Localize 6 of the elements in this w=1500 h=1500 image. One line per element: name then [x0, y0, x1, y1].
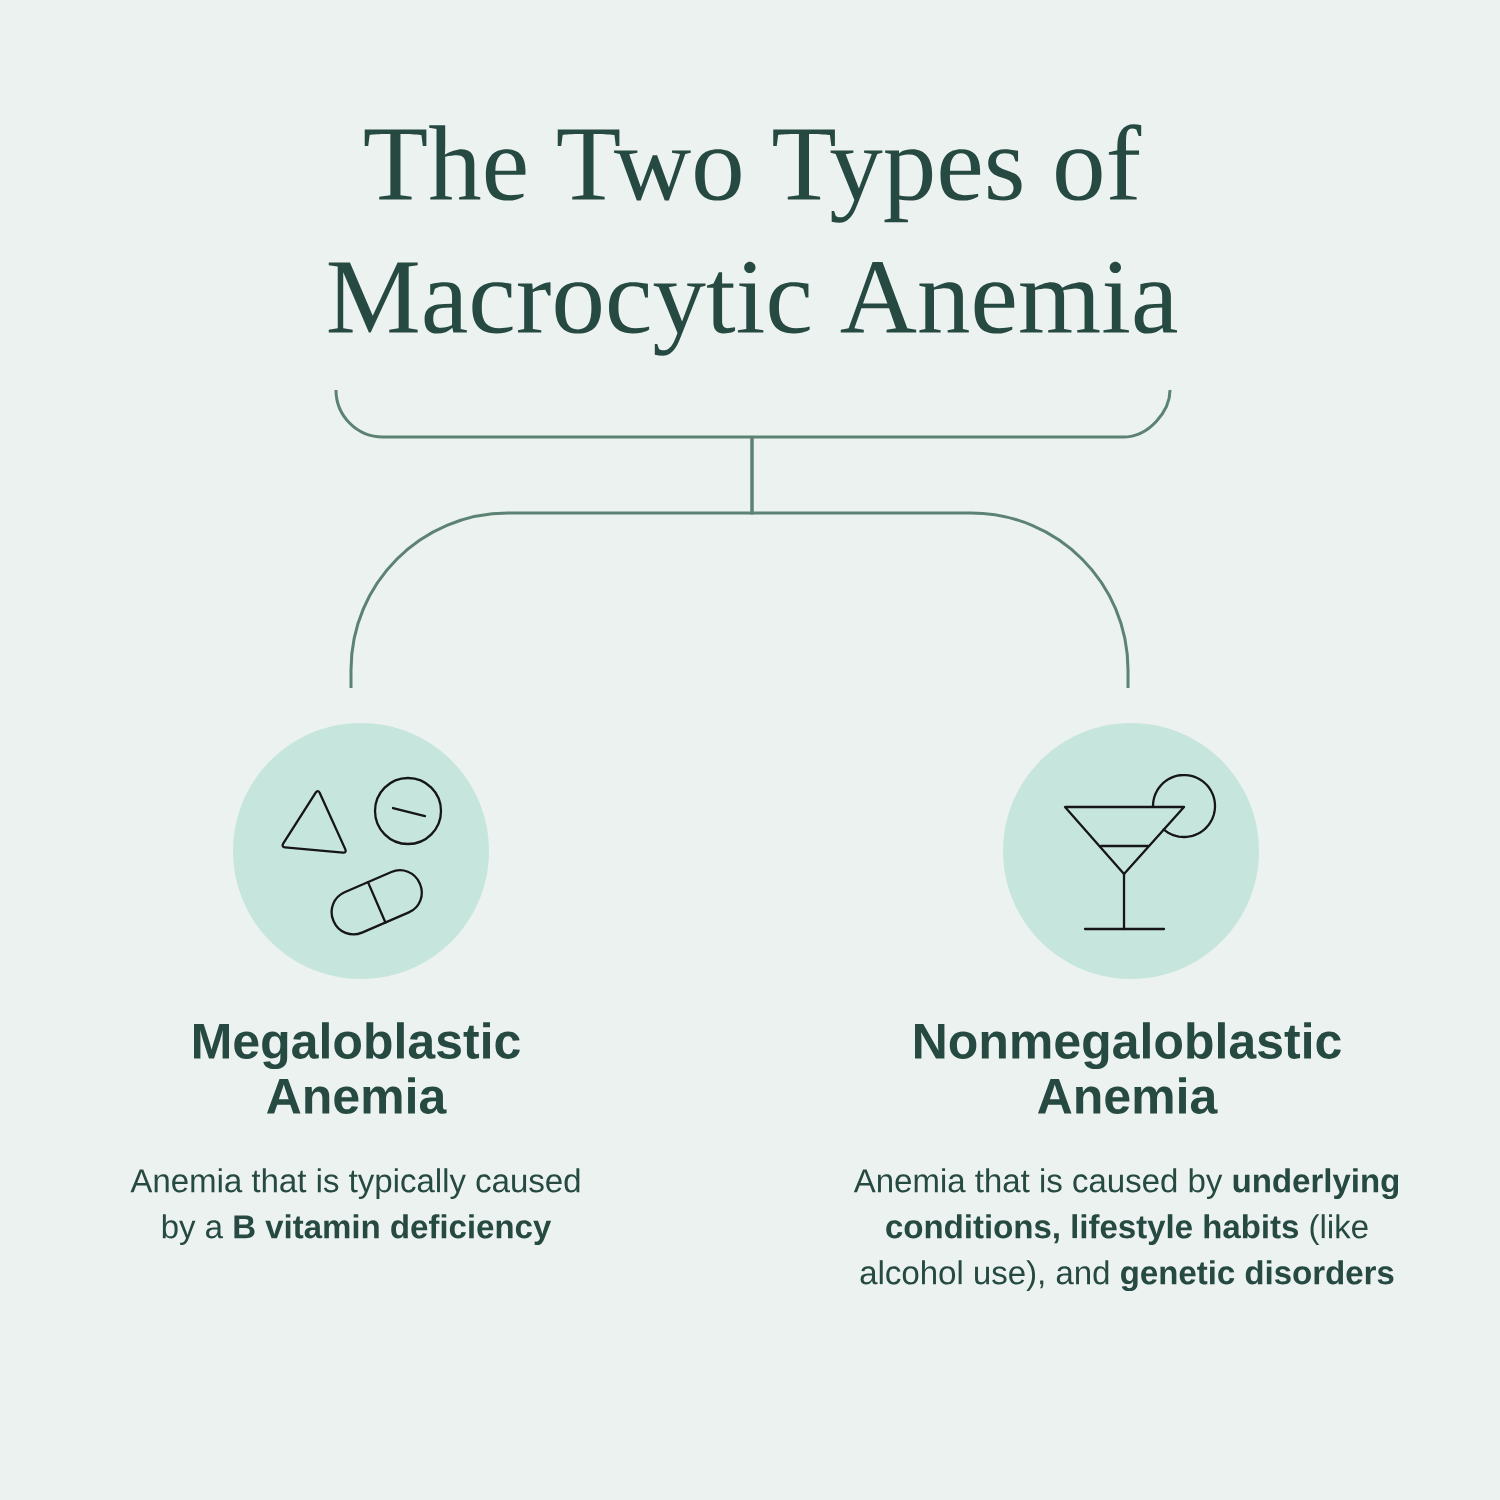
- heading: Nonmegaloblastic Anemia: [915, 1022, 1341, 1114]
- title: The Two Types of Macrocytic Anemia: [328, 124, 1177, 356]
- connector-line: [750, 437, 1130, 688]
- heading: Megaloblastic Anemia: [194, 1022, 520, 1114]
- description: Anemia that is typically caused by a B vitamin deficiency: [130, 1168, 580, 1245]
- description: Anemia that is caused by underlying conditions, lifestyle habits (like alcohol use), and genetic disorders: [853, 1168, 1399, 1292]
